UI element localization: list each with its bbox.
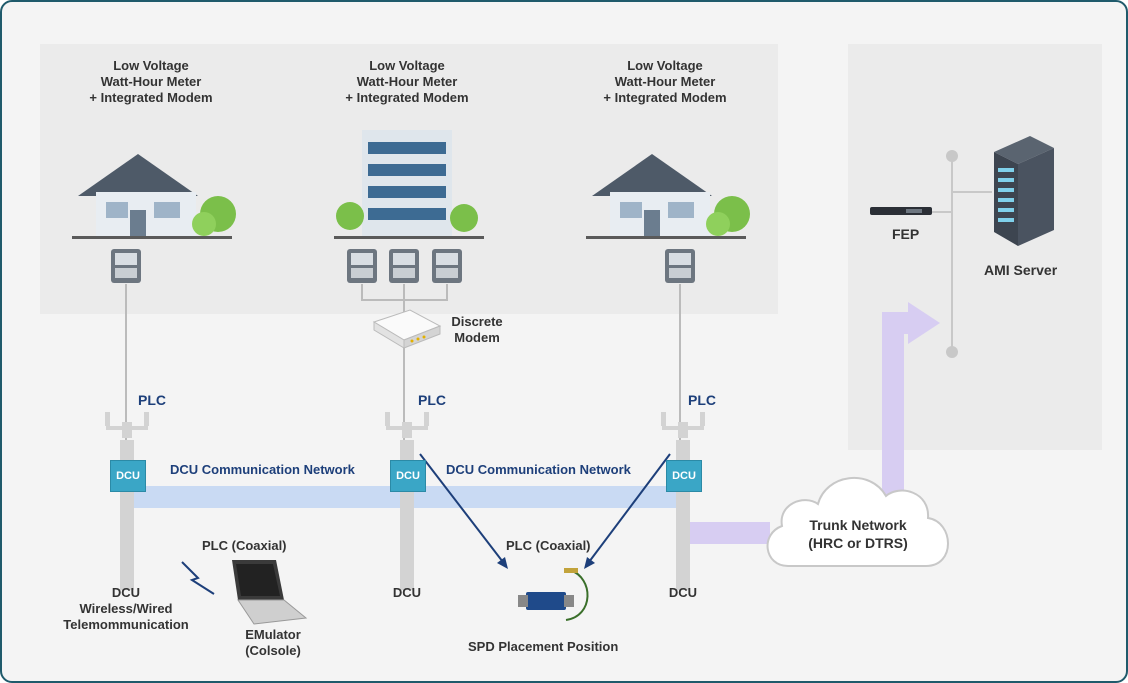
- modem-icon: [372, 309, 442, 349]
- wireless-icon: [181, 561, 215, 595]
- spd-device-icon: [518, 568, 589, 621]
- meter-icon: [111, 249, 141, 283]
- house-icon: [72, 154, 236, 239]
- trunk-network-label: Trunk Network(HRC or DTRS): [808, 517, 908, 551]
- spd-arrow-right: [585, 453, 671, 567]
- cloud-icon: [766, 476, 949, 567]
- spd-label: SPD Placement Position: [468, 639, 619, 654]
- fep-device-icon: [870, 207, 932, 215]
- dcu-network-label-right: DCU Communication Network: [446, 462, 631, 477]
- ami-server-label: AMI Server: [984, 262, 1058, 278]
- dcu-network-label-left: DCU Communication Network: [170, 462, 355, 477]
- building-icon: [334, 130, 484, 239]
- dcu-label-middle: DCU: [392, 585, 422, 600]
- laptop-icon: [232, 560, 308, 625]
- meter-icon: [347, 249, 377, 283]
- server-icon: [994, 136, 1054, 246]
- dcu-label-right: DCU: [668, 585, 698, 600]
- meter-icon: [432, 249, 462, 283]
- dcu-box-middle: DCU: [390, 460, 426, 492]
- plc-coaxial-label-right: PLC (Coaxial): [506, 538, 591, 553]
- plc-coaxial-label-left: PLC (Coaxial): [202, 538, 287, 553]
- trunk-arrow: [690, 302, 940, 544]
- plc-label-right: PLC: [688, 392, 716, 408]
- house-icon: [586, 154, 750, 239]
- fep-label: FEP: [892, 226, 920, 242]
- spd-arrow-left: [419, 453, 507, 567]
- meter-icon: [665, 249, 695, 283]
- meter-icon: [389, 249, 419, 283]
- dcu-box-right: DCU: [666, 460, 702, 492]
- plc-label-left: PLC: [138, 392, 166, 408]
- plc-label-middle: PLC: [418, 392, 446, 408]
- dcu-box-left: DCU: [110, 460, 146, 492]
- emulator-label: EMulator(Colsole): [245, 627, 301, 658]
